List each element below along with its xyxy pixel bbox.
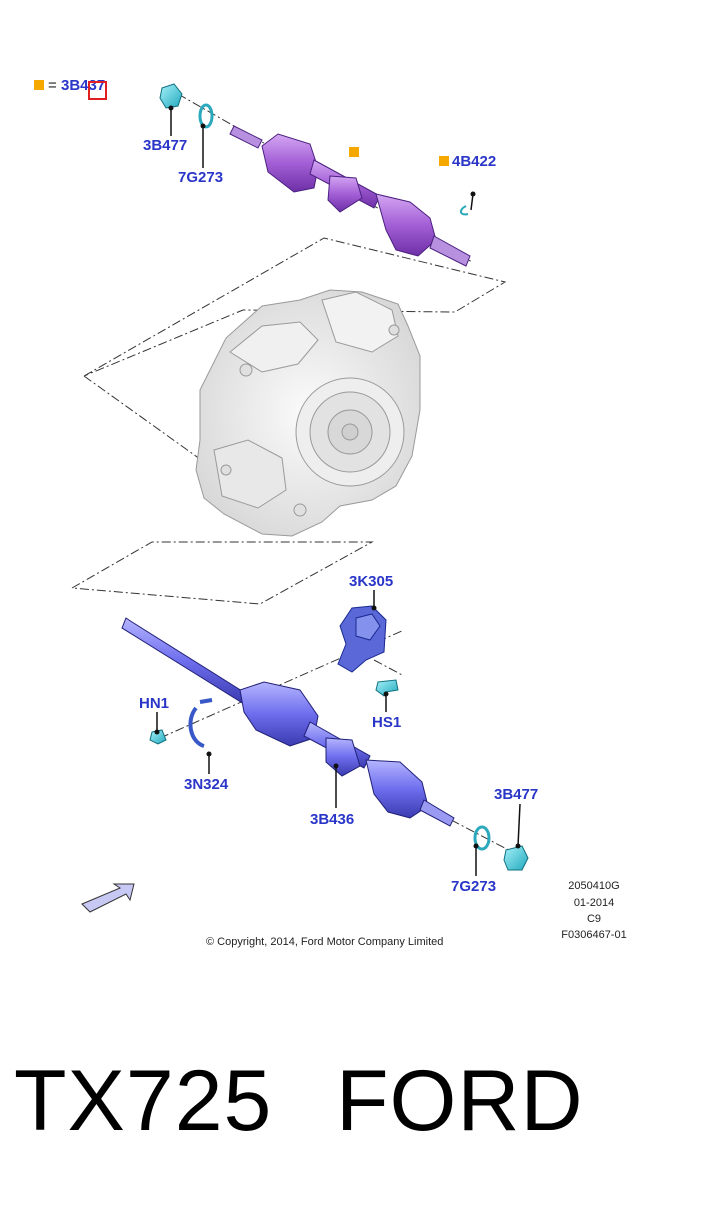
label-bottom-nut: 3B477 <box>494 786 539 803</box>
bottom-washer-7g273 <box>473 825 491 851</box>
leader-lines <box>156 108 521 876</box>
bracket-3k305 <box>337 605 387 673</box>
label-top-nut: 3B477 <box>143 137 188 154</box>
top-axis-line <box>177 93 473 263</box>
bracket-axis-line <box>373 659 405 677</box>
caption-model: TX725 <box>14 1053 273 1149</box>
label-hs1: HS1 <box>372 714 402 731</box>
bottom-nut-3b477 <box>503 845 529 871</box>
lower-half-shaft <box>121 617 455 827</box>
upper-half-shaft <box>229 125 471 267</box>
copyright-notice: © Copyright, 2014, Ford Motor Company Li… <box>206 936 444 948</box>
meta-date: 01-2014 <box>573 897 615 909</box>
leader-dots <box>154 105 521 849</box>
top-nut-3b477 <box>159 83 183 109</box>
clamp-3n324 <box>188 698 213 748</box>
label-clamp: 3N324 <box>184 776 229 793</box>
highlight-box <box>88 81 107 100</box>
top-ring-4b422 <box>460 205 469 216</box>
label-top-ring: 4B422 <box>452 153 497 170</box>
label-bracket: 3K305 <box>349 573 394 590</box>
arrow-icon <box>81 883 135 913</box>
legend-equals: = <box>48 77 57 94</box>
transmission-housing <box>195 289 421 537</box>
meta-rev: C9 <box>586 913 602 925</box>
bottom-axis-line <box>435 811 521 857</box>
nut-hn1 <box>149 729 167 745</box>
meta-code: 2050410G <box>568 880 620 892</box>
label-front-shaft: 3B436 <box>310 811 355 828</box>
label-top-washer: 7G273 <box>178 169 224 186</box>
square-marker-icon <box>439 156 449 166</box>
label-hn1: HN1 <box>139 695 170 712</box>
square-marker-icon <box>34 80 44 90</box>
square-marker-icon <box>349 147 359 157</box>
upper-frame-link <box>83 375 261 503</box>
meta-figure-id: F0306467-01 <box>561 929 627 941</box>
top-washer-7g273 <box>198 103 214 129</box>
lower-frame <box>71 541 374 605</box>
caption-brand: FORD <box>336 1053 584 1149</box>
label-bottom-washer: 7G273 <box>451 878 497 895</box>
